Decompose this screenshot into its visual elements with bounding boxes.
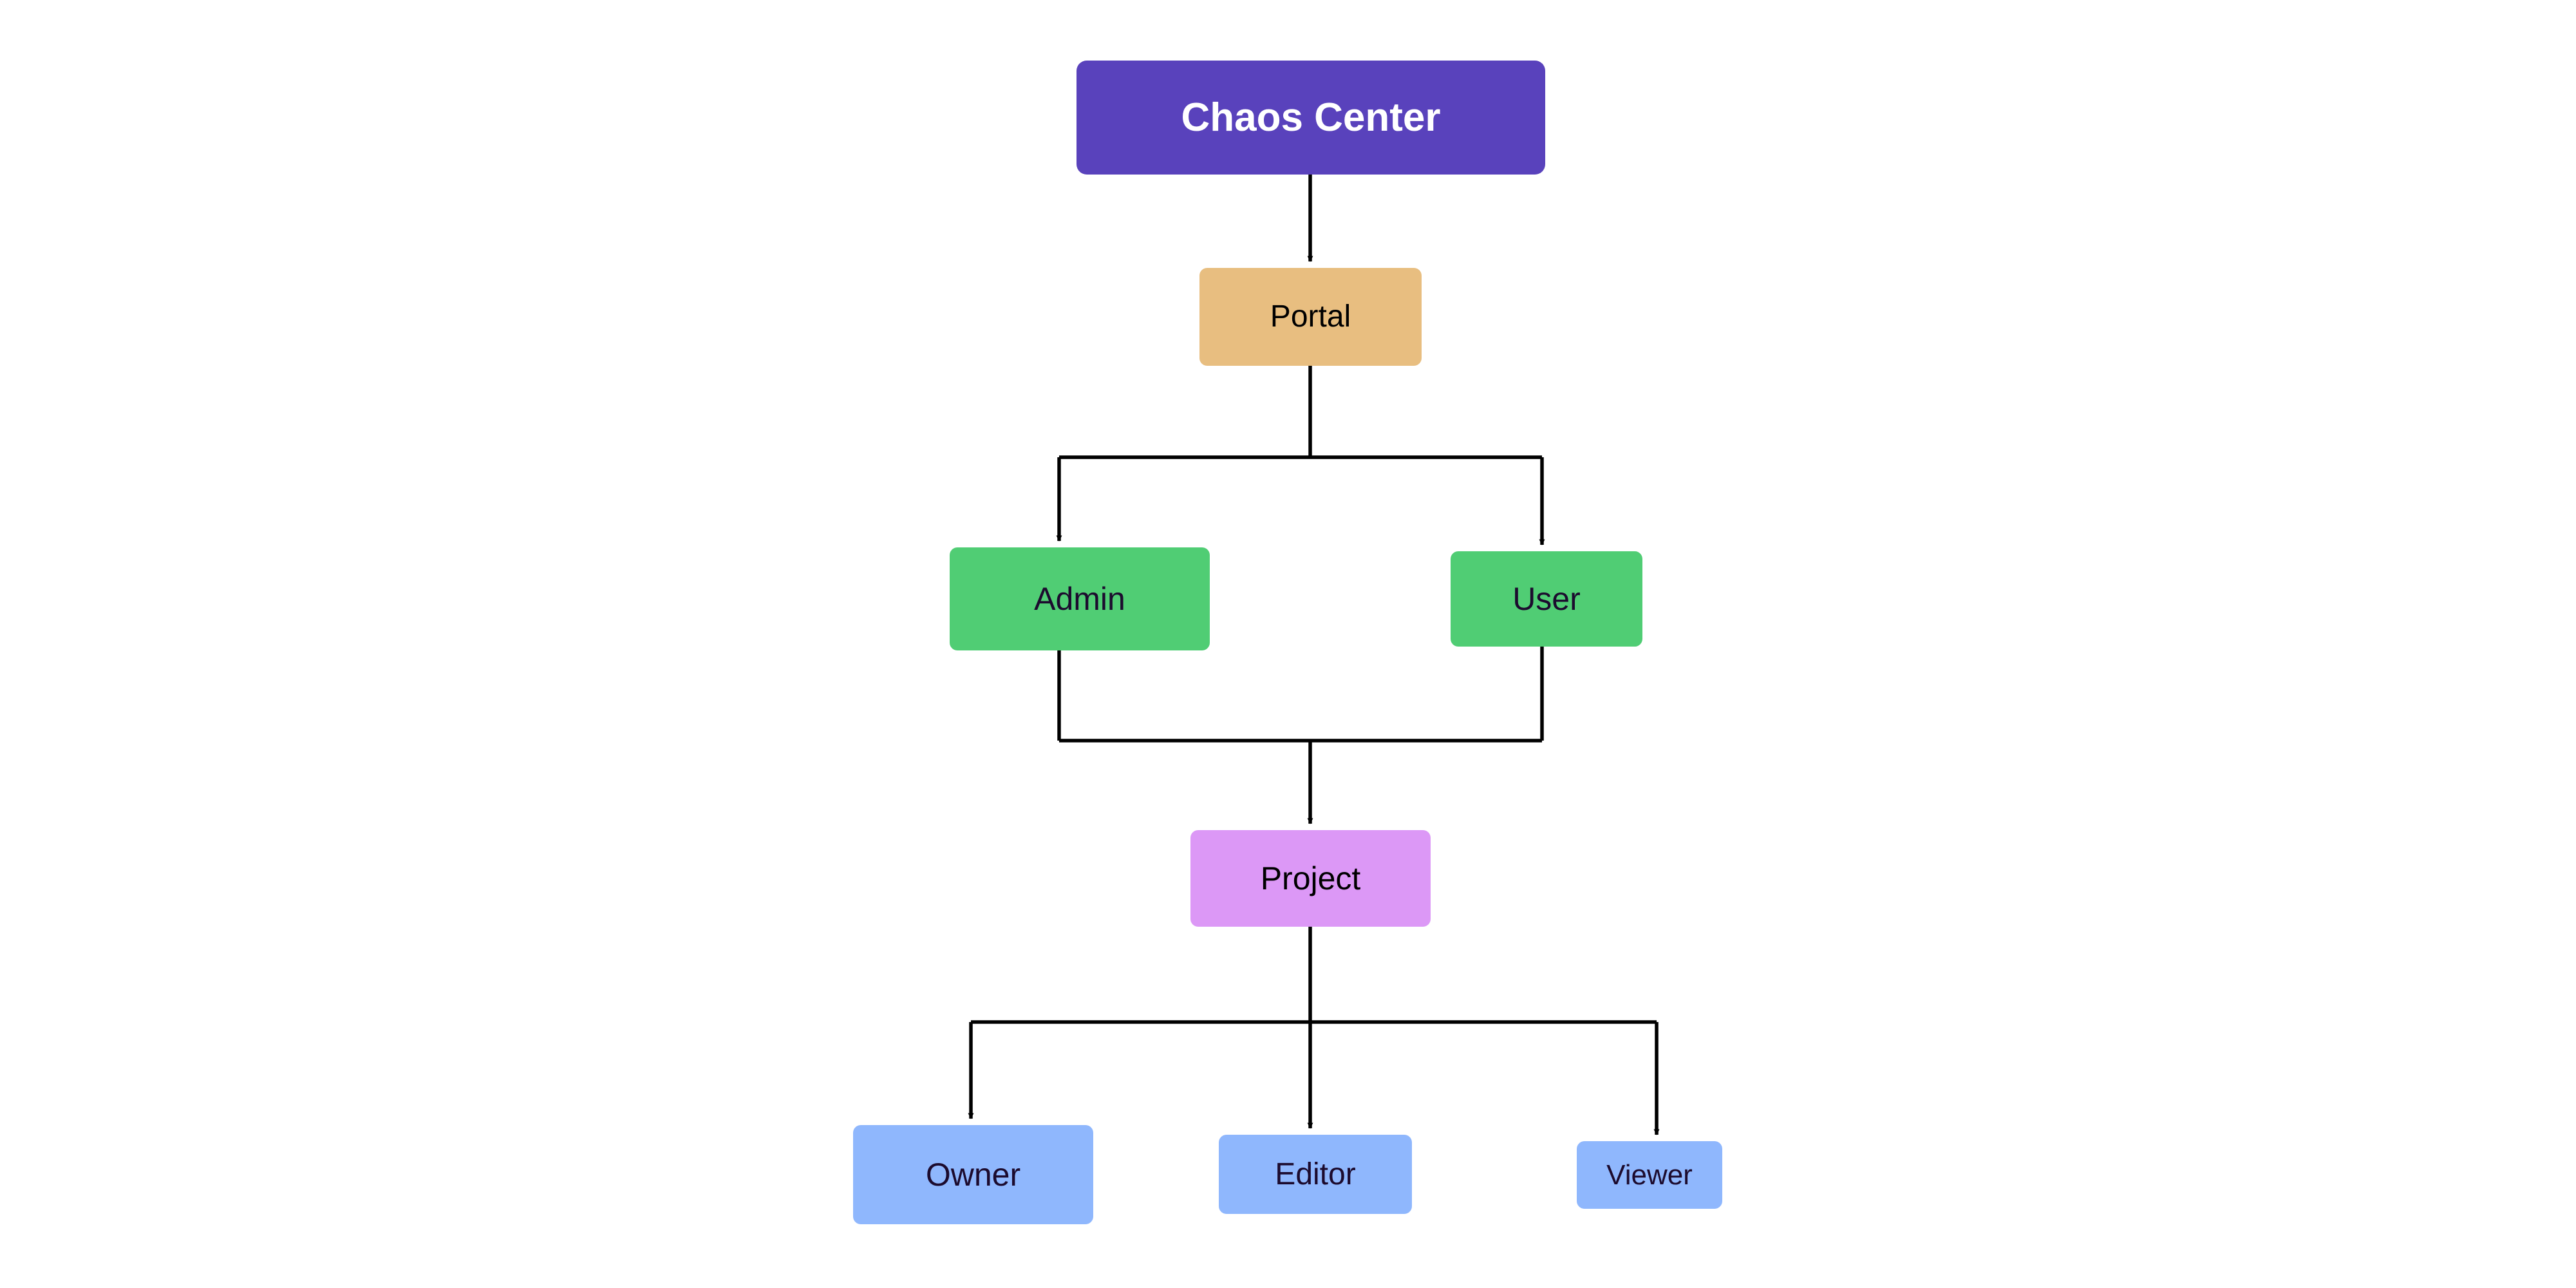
node-chaos-center-label: Chaos Center <box>1181 95 1441 140</box>
node-admin[interactable]: Admin <box>950 547 1210 650</box>
node-project-label: Project <box>1260 860 1361 896</box>
node-editor[interactable]: Editor <box>1219 1135 1412 1214</box>
node-project[interactable]: Project <box>1190 830 1431 927</box>
node-portal-label: Portal <box>1270 299 1351 334</box>
node-owner-label: Owner <box>925 1157 1021 1193</box>
node-portal[interactable]: Portal <box>1199 268 1422 366</box>
node-user[interactable]: User <box>1451 551 1642 647</box>
node-editor-label: Editor <box>1275 1157 1356 1191</box>
node-owner[interactable]: Owner <box>853 1125 1093 1224</box>
node-chaos-center[interactable]: Chaos Center <box>1076 61 1545 175</box>
node-viewer-label: Viewer <box>1606 1159 1693 1191</box>
node-admin-label: Admin <box>1034 581 1125 617</box>
node-viewer[interactable]: Viewer <box>1577 1141 1722 1209</box>
node-user-label: User <box>1512 581 1581 617</box>
